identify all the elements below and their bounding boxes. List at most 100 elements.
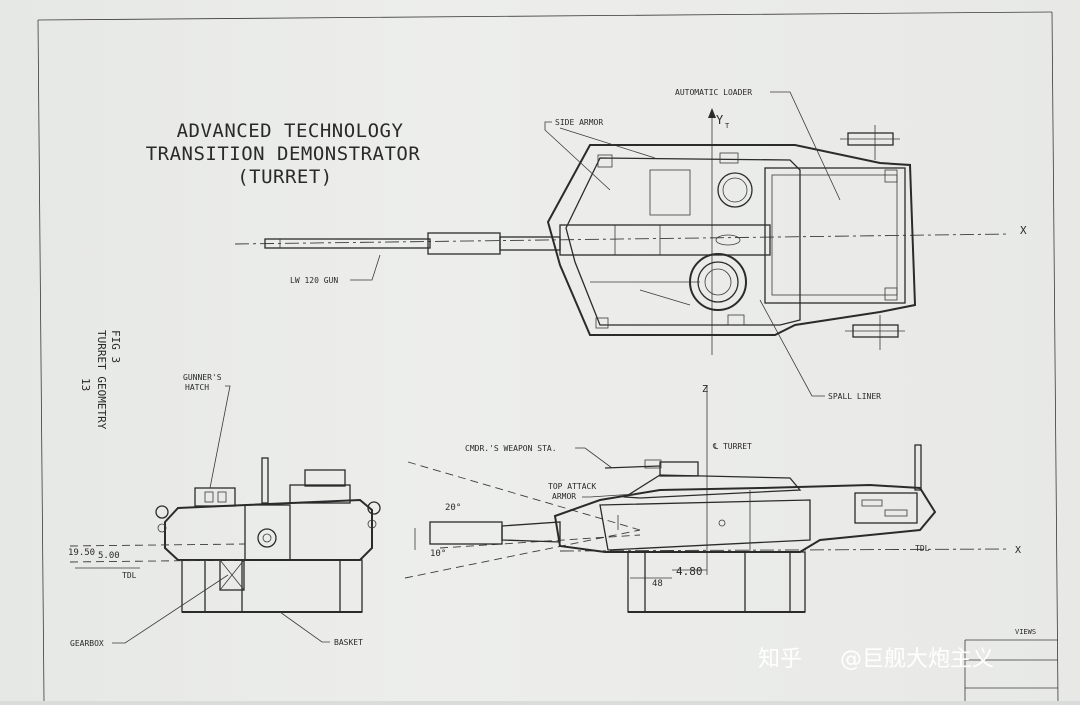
label-top-attack-1: TOP ATTACK	[548, 482, 596, 491]
bustle-detail	[884, 509, 908, 517]
commander-weapon	[304, 469, 346, 487]
title-line2: TRANSITION DEMONSTRATOR	[146, 143, 421, 165]
side-gun-evacuator	[429, 521, 503, 545]
side-gun-barrel	[501, 521, 561, 543]
turret-inner-wall	[565, 157, 801, 326]
label-side-armor: SIDE ARMOR	[555, 118, 603, 127]
top-attack-armor	[622, 474, 802, 499]
gun-muzzle-front	[257, 528, 277, 548]
mount-symbol-top	[840, 125, 900, 160]
x-axis-centerline	[234, 233, 1011, 245]
dim-4-80: 4.80	[676, 565, 703, 578]
leader-cmdr-weapon	[575, 447, 613, 469]
sight-line	[639, 289, 691, 306]
side-lamp	[157, 523, 167, 533]
figure-line3: 13	[79, 378, 92, 391]
commander-station	[289, 484, 351, 504]
dim-line	[69, 559, 246, 563]
loader-corner	[884, 169, 898, 183]
loader-corner	[884, 287, 898, 301]
label-gunners-hatch-2: HATCH	[185, 383, 209, 392]
vision-block	[727, 314, 745, 326]
label-cmdr-weapon: CMDR.'S WEAPON STA.	[465, 444, 557, 453]
x-axis-label: X	[1020, 224, 1027, 237]
gun-mantlet	[244, 504, 291, 561]
turret-outline	[546, 144, 917, 336]
turret-pivot	[718, 519, 726, 527]
figure-line1: FIG 3	[109, 330, 122, 363]
label-basket: BASKET	[334, 638, 363, 647]
label-gun: LW 120 GUN	[290, 276, 338, 285]
watermark-site: 知乎	[758, 647, 802, 672]
leader-gunners-hatch	[209, 385, 231, 489]
gearbox-cross	[219, 559, 245, 591]
gun-breech	[559, 224, 771, 256]
turret-front-body	[164, 498, 373, 561]
gun-bore-evacuator	[427, 232, 501, 255]
loader-inner	[771, 174, 898, 296]
gunners-hatch	[194, 487, 236, 507]
bore-line	[439, 534, 641, 549]
dim-10deg: 10°	[430, 549, 446, 559]
cmdr-weapon-station	[659, 461, 699, 477]
leader-automatic-loader	[770, 91, 841, 201]
side-view: Z X 20° 10°	[404, 384, 1021, 613]
corner-block	[597, 154, 613, 168]
leader-gun	[350, 254, 381, 281]
dim-5-00: 5.00	[98, 551, 120, 561]
dim-19-50: 19.50	[68, 548, 95, 558]
border-top	[37, 11, 1053, 21]
gun-barrel-rear	[499, 236, 561, 251]
side-rear-bustle	[854, 492, 918, 524]
label-tdl-side: TDL	[915, 544, 930, 553]
dim-line	[69, 543, 246, 547]
muzzle-bore	[262, 533, 272, 543]
y-axis-arrow	[708, 108, 716, 118]
figure-caption: FIG 3 TURRET GEOMETRY 13	[79, 330, 122, 430]
loader-hatch	[717, 172, 753, 208]
side-x-axis	[559, 548, 1011, 552]
front-view: 19.50 5.00 TDL GUNNER'S HATCH GEARBOX BA…	[68, 373, 381, 648]
cupola-core	[704, 268, 732, 296]
figure-line2: TURRET GEOMETRY	[95, 330, 108, 430]
label-spall-liner: SPALL LINER	[828, 392, 881, 401]
breech-ring	[715, 234, 741, 246]
leader-side-armor-1	[544, 121, 611, 191]
border-left	[37, 19, 45, 702]
elevation-20deg-line	[407, 461, 641, 531]
watermark: 知乎 @巨舰大炮主义	[758, 647, 994, 672]
side-turret-panel	[599, 499, 811, 551]
leader-basket	[279, 611, 330, 643]
loader-hatch-inner	[722, 177, 748, 203]
leader-side-armor-2	[559, 127, 656, 159]
side-antenna	[914, 444, 922, 491]
leader-gearbox	[112, 574, 229, 644]
leader-spall-liner	[759, 299, 825, 397]
antenna-mast	[261, 457, 269, 504]
weapon-mount	[644, 459, 662, 469]
bustle-detail	[861, 499, 883, 507]
label-automatic-loader: AUTOMATIC LOADER	[675, 88, 752, 97]
automatic-loader-bustle	[764, 167, 906, 304]
label-turret-cl: ℄ TURRET	[712, 442, 752, 451]
side-lamp	[367, 501, 381, 515]
commander-cupola-inner	[697, 261, 739, 303]
hatch-periscope	[217, 491, 227, 503]
depression-10deg-line	[404, 529, 641, 579]
label-top-attack-2: ARMOR	[552, 492, 576, 501]
z-axis-label: Z	[702, 384, 708, 395]
side-turret-body	[553, 483, 937, 553]
label-gearbox: GEARBOX	[70, 639, 104, 648]
title-block-views: VIEWS	[1015, 628, 1036, 636]
basket-frame	[181, 559, 363, 613]
leader-top-attack	[582, 493, 636, 498]
dim-20deg: 20°	[445, 503, 461, 513]
label-tdl-front: TDL	[122, 571, 137, 580]
cmdr-weapon-barrel	[604, 465, 661, 469]
y-axis-sub: T	[725, 122, 730, 130]
watermark-user: @巨舰大炮主义	[840, 647, 994, 672]
y-axis-label: Y	[716, 113, 724, 127]
top-view: X Y T S	[234, 88, 1027, 401]
